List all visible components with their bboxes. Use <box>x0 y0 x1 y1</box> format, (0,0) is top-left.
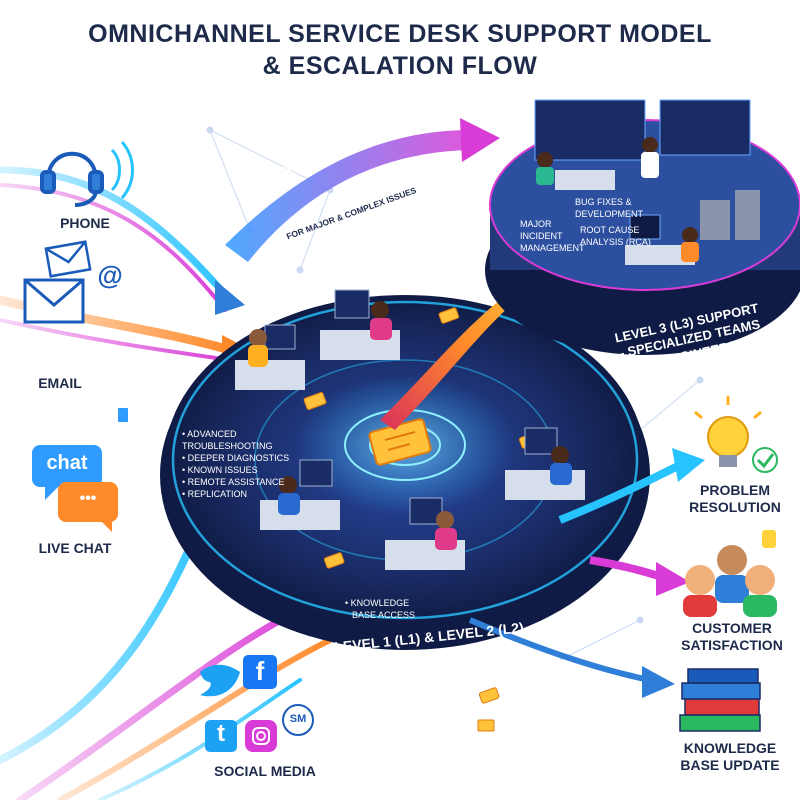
rca-line1: ROOT CAUSE <box>580 224 639 236</box>
sm-badge: SM <box>283 713 313 725</box>
bug-fixes-line2: DEVELOPMENT <box>575 208 643 220</box>
major-incident-line3: MANAGEMENT <box>520 242 585 254</box>
phone-label: PHONE <box>40 215 130 231</box>
problem-resolution-line2: RESOLUTION <box>680 499 790 516</box>
l1l2-feature-list: • ADVANCED TROUBLESHOOTING • DEEPER DIAG… <box>182 428 292 500</box>
books-icon <box>680 669 760 731</box>
social-media-label: SOCIAL MEDIA <box>195 763 335 779</box>
feature-item: • KNOWN ISSUES <box>182 464 292 476</box>
knowledge-base-update-label: KNOWLEDGE BASE UPDATE <box>670 740 790 774</box>
knowledge-base-update-line2: BASE UPDATE <box>670 757 790 774</box>
checkmark-icon <box>753 448 777 472</box>
customer-satisfaction-line2: SATISFACTION <box>672 637 792 654</box>
customer-satisfaction-label: CUSTOMER SATISFACTION <box>672 620 792 654</box>
facebook-letter: f <box>243 656 277 687</box>
feature-item: • REMOTE ASSISTANCE <box>182 476 292 488</box>
feature-item: • DEEPER DIAGNOSTICS <box>182 452 292 464</box>
knowledge-base-update-line1: KNOWLEDGE <box>670 740 790 757</box>
tumblr-letter: t <box>205 720 237 748</box>
customer-satisfaction-line1: CUSTOMER <box>672 620 792 637</box>
chat-dots-icon: ••• <box>58 490 118 508</box>
bug-fixes-line1: BUG FIXES & <box>575 196 632 208</box>
kb-access-line1: • KNOWLEDGE <box>345 597 409 609</box>
major-incident-line1: MAJOR <box>520 218 552 230</box>
chat-bubble-text: chat <box>32 452 102 475</box>
envelope-icon <box>25 242 90 322</box>
feature-item: • REPLICATION <box>182 488 292 500</box>
feature-item: • ADVANCED <box>182 428 292 440</box>
feature-item: TROUBLESHOOTING <box>182 440 292 452</box>
page-title-line2: & ESCALATION FLOW <box>0 52 800 81</box>
rca-line2: ANALYSIS (RCA) <box>580 236 651 248</box>
twitter-bird-icon <box>200 665 240 697</box>
lightbulb-icon <box>695 396 761 467</box>
major-incident-line2: INCIDENT <box>520 230 563 242</box>
escalation-band-arrowhead <box>460 118 500 162</box>
page-title-line1: OMNICHANNEL SERVICE DESK SUPPORT MODEL <box>0 20 800 49</box>
live-chat-label: LIVE CHAT <box>20 540 130 556</box>
phone-arrowhead <box>215 280 245 315</box>
email-label: EMAIL <box>20 375 100 391</box>
instagram-icon <box>245 720 277 752</box>
at-sign-icon: @ <box>95 260 125 291</box>
problem-resolution-label: PROBLEM RESOLUTION <box>680 482 790 516</box>
kb-access-line2: BASE ACCESS <box>352 609 415 621</box>
problem-resolution-line1: PROBLEM <box>680 482 790 499</box>
customers-icon <box>683 530 777 617</box>
